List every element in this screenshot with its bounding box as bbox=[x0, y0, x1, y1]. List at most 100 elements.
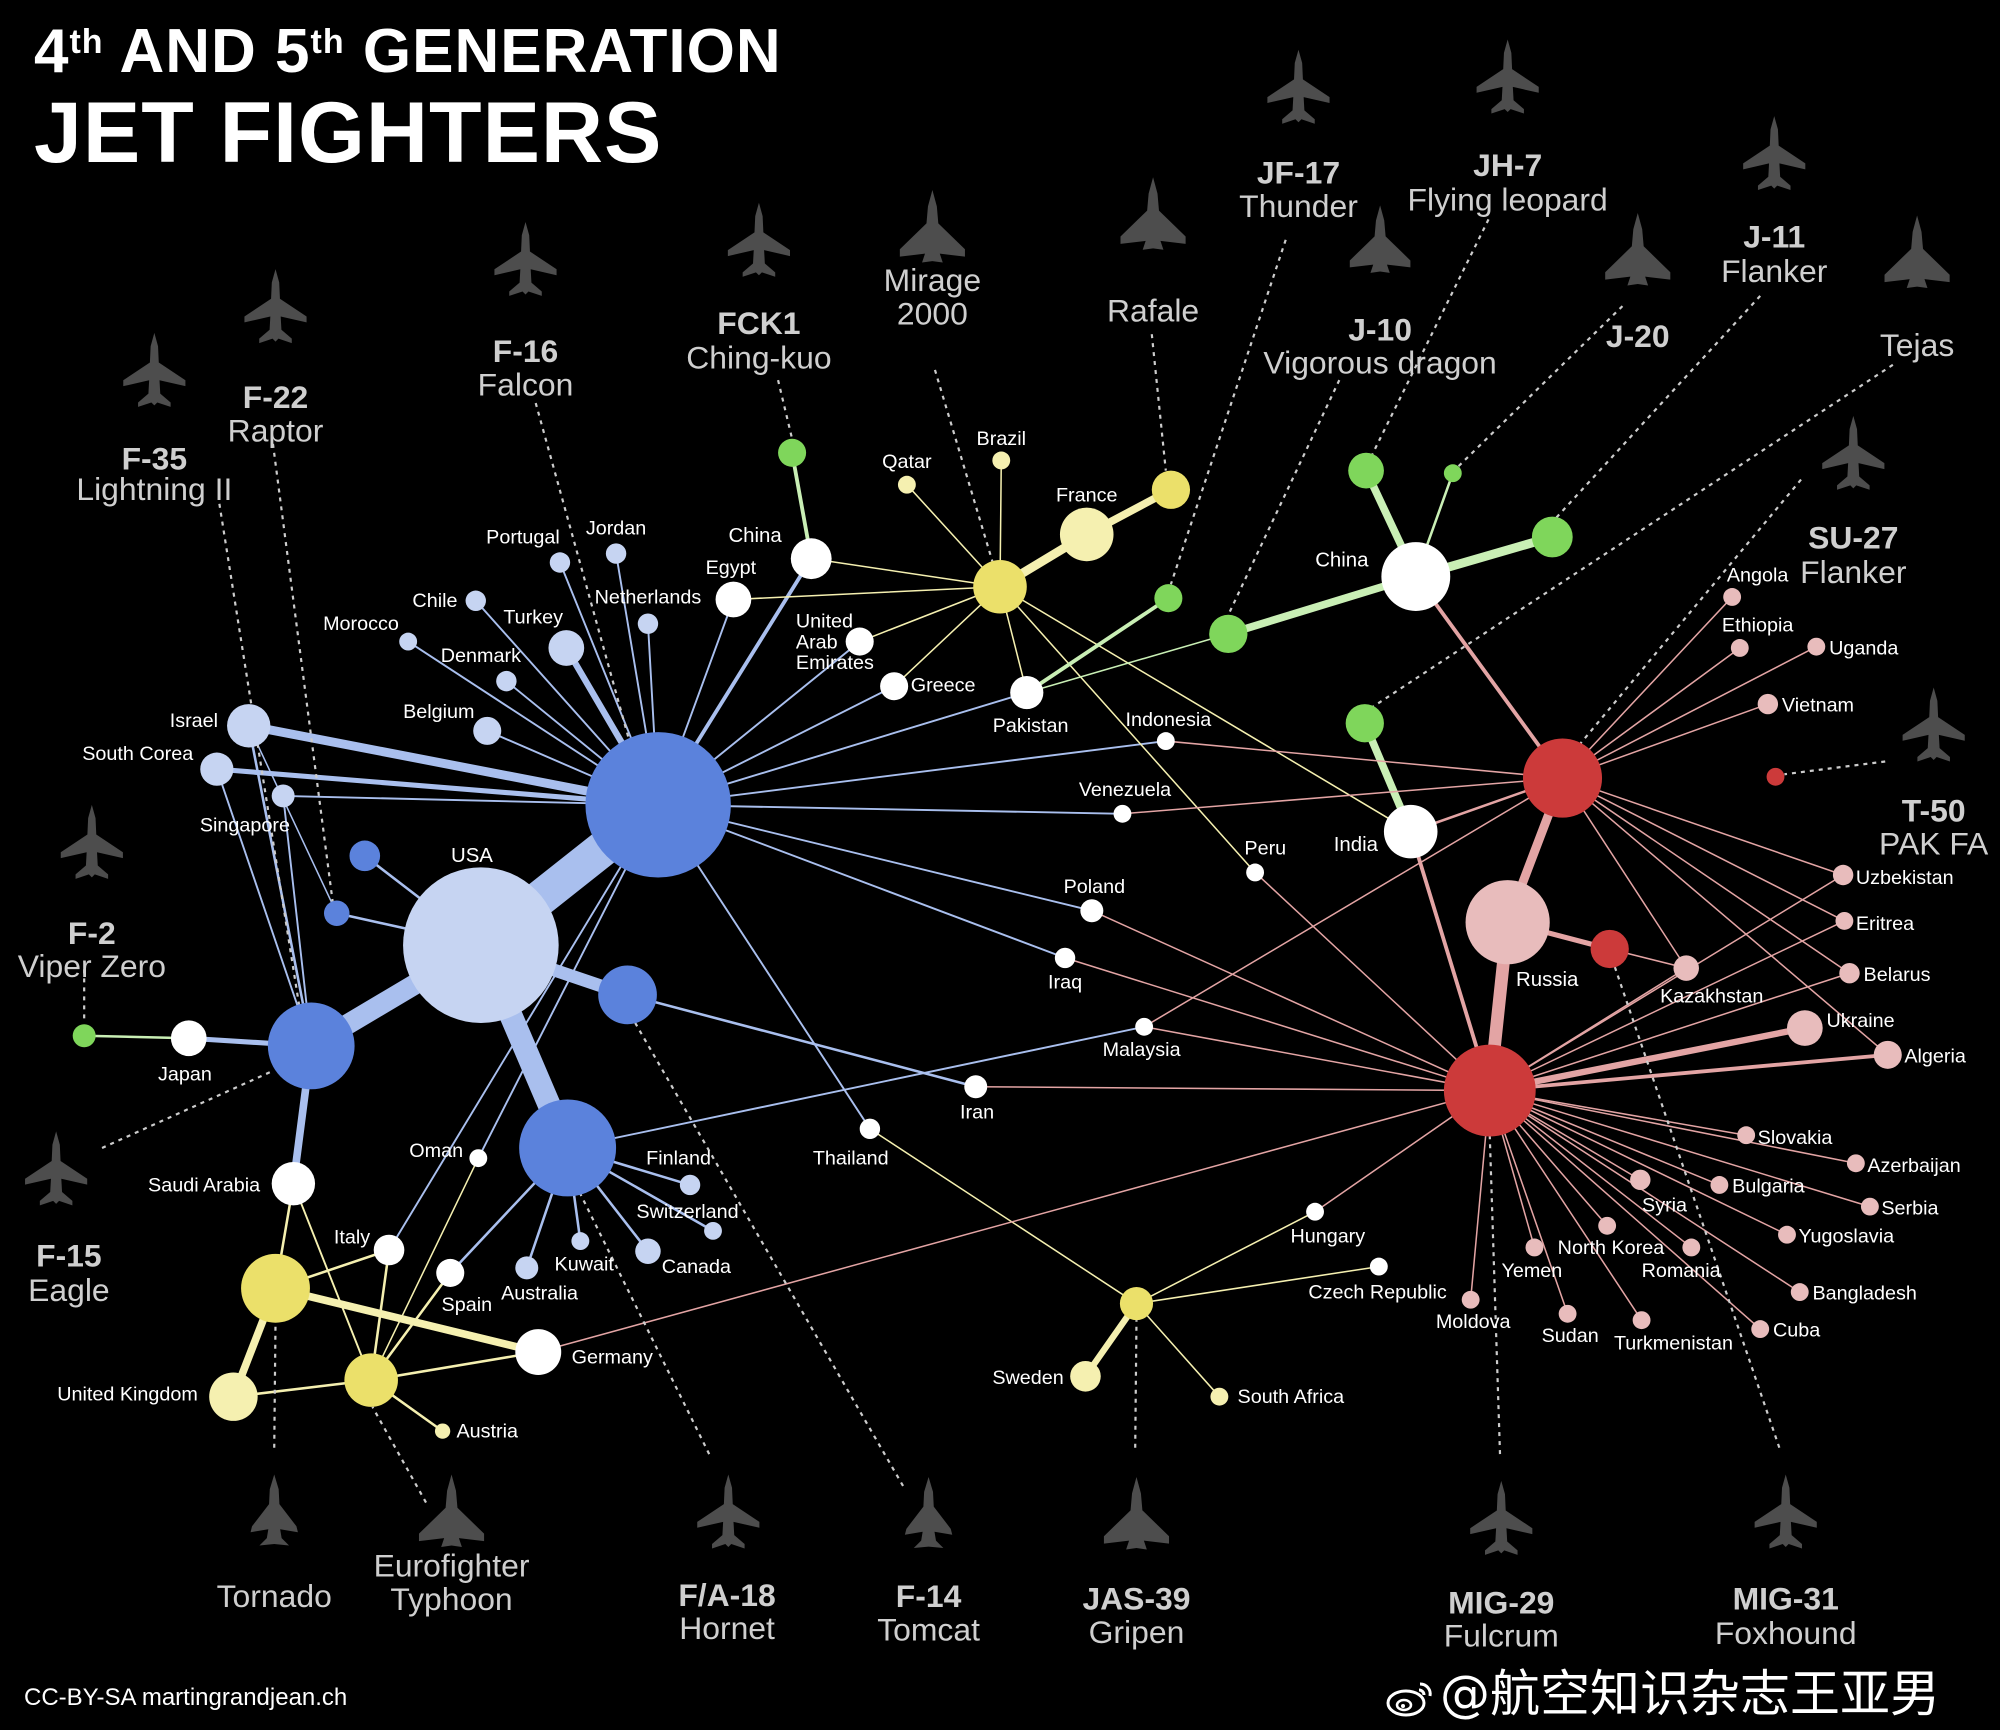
country-node-austria[interactable] bbox=[434, 1423, 451, 1439]
country-node-belarus[interactable] bbox=[1839, 963, 1860, 984]
country-node-switzerland[interactable] bbox=[704, 1221, 722, 1240]
country-node-yemen[interactable] bbox=[1525, 1238, 1544, 1257]
country-node-uganda[interactable] bbox=[1807, 637, 1826, 656]
country-node-iraq[interactable] bbox=[1054, 947, 1076, 969]
country-node-czech-republic[interactable] bbox=[1369, 1257, 1388, 1276]
aircraft-node-fa18[interactable] bbox=[519, 1099, 617, 1197]
country-node-france[interactable] bbox=[1059, 507, 1114, 562]
country-node-chile[interactable] bbox=[465, 590, 486, 611]
country-node-egypt[interactable] bbox=[715, 581, 752, 618]
country-node-denmark[interactable] bbox=[496, 670, 517, 692]
country-node-malaysia[interactable] bbox=[1135, 1017, 1154, 1036]
country-node-russia[interactable] bbox=[1465, 880, 1550, 965]
country-node-finland[interactable] bbox=[679, 1174, 701, 1196]
country-node-moldova[interactable] bbox=[1461, 1290, 1480, 1309]
aircraft-node-t50[interactable] bbox=[1766, 767, 1785, 786]
country-node-kuwait[interactable] bbox=[571, 1232, 590, 1250]
country-node-eritrea[interactable] bbox=[1835, 911, 1854, 930]
country-node-oman[interactable] bbox=[469, 1149, 488, 1168]
country-node-japan[interactable] bbox=[170, 1020, 207, 1057]
aircraft-node-jh7[interactable] bbox=[1348, 452, 1384, 489]
aircraft-node-j11[interactable] bbox=[1531, 516, 1573, 558]
aircraft-node-fck1[interactable] bbox=[778, 438, 807, 467]
country-node-north-korea[interactable] bbox=[1598, 1216, 1617, 1235]
country-node-angola[interactable] bbox=[1723, 588, 1742, 606]
country-node-germany[interactable] bbox=[515, 1329, 562, 1375]
country-node-poland[interactable] bbox=[1080, 899, 1104, 923]
country-node-turkey[interactable] bbox=[548, 630, 585, 666]
country-node-australia[interactable] bbox=[515, 1256, 539, 1280]
country-node-saudi-arabia[interactable] bbox=[271, 1161, 316, 1206]
country-node-sudan[interactable] bbox=[1558, 1304, 1577, 1323]
country-node-spain[interactable] bbox=[436, 1258, 465, 1287]
aircraft-node-tornado[interactable] bbox=[241, 1253, 310, 1323]
country-node-algeria[interactable] bbox=[1873, 1040, 1902, 1069]
country-node-qatar[interactable] bbox=[897, 475, 916, 494]
aircraft-node-tejas[interactable] bbox=[1345, 704, 1384, 743]
aircraft-node-f16[interactable] bbox=[585, 732, 731, 878]
aircraft-node-f35[interactable] bbox=[323, 900, 350, 927]
country-node-cuba[interactable] bbox=[1751, 1320, 1770, 1339]
country-node-serbia[interactable] bbox=[1860, 1197, 1879, 1216]
country-node-israel[interactable] bbox=[227, 704, 271, 748]
aircraft-node-f22[interactable] bbox=[349, 840, 381, 872]
country-node-china[interactable] bbox=[1381, 542, 1451, 611]
aircraft-node-mirage[interactable] bbox=[973, 559, 1027, 614]
country-node-vietnam[interactable] bbox=[1757, 693, 1779, 715]
country-node-bangladesh[interactable] bbox=[1790, 1283, 1809, 1302]
country-node-usa[interactable] bbox=[403, 867, 559, 1023]
country-node-india[interactable] bbox=[1383, 804, 1438, 859]
country-node-italy[interactable] bbox=[373, 1234, 405, 1266]
aircraft-node-j20[interactable] bbox=[1443, 464, 1462, 483]
country-node-morocco[interactable] bbox=[399, 632, 418, 651]
aircraft-node-jas39[interactable] bbox=[1119, 1286, 1154, 1321]
country-node-greece[interactable] bbox=[880, 672, 909, 701]
country-node-azerbaijan[interactable] bbox=[1846, 1154, 1865, 1173]
aircraft-node-eurofighter[interactable] bbox=[344, 1353, 398, 1407]
country-node-venezuela[interactable] bbox=[1113, 804, 1132, 823]
country-label-uzbekistan: Uzbekistan bbox=[1856, 867, 1954, 889]
country-node-south-africa[interactable] bbox=[1210, 1387, 1229, 1406]
aircraft-node-mig31[interactable] bbox=[1590, 929, 1629, 969]
country-node-indonesia[interactable] bbox=[1156, 732, 1175, 750]
country-node-hungary[interactable] bbox=[1306, 1202, 1324, 1221]
country-node-united-kingdom[interactable] bbox=[209, 1372, 258, 1421]
country-node-yugoslavia[interactable] bbox=[1778, 1225, 1796, 1244]
aircraft-node-rafale[interactable] bbox=[1151, 470, 1191, 509]
country-node-turkmenistan[interactable] bbox=[1632, 1311, 1651, 1330]
country-node-jordan[interactable] bbox=[605, 543, 627, 564]
aircraft-node-jf17[interactable] bbox=[1154, 584, 1183, 613]
country-node-ukraine[interactable] bbox=[1786, 1010, 1823, 1046]
aircraft-node-f15[interactable] bbox=[267, 1002, 355, 1090]
aircraft-node-j10[interactable] bbox=[1209, 614, 1248, 654]
country-node-romania[interactable] bbox=[1682, 1238, 1701, 1257]
aircraft-node-f2[interactable] bbox=[72, 1024, 96, 1048]
country-node-brazil[interactable] bbox=[992, 451, 1011, 470]
country-node-united-arab-emirates[interactable] bbox=[845, 627, 874, 656]
country-node-portugal[interactable] bbox=[549, 552, 571, 573]
country-node-china[interactable] bbox=[790, 538, 832, 580]
country-node-kazakhstan[interactable] bbox=[1673, 955, 1699, 981]
country-node-canada[interactable] bbox=[635, 1238, 661, 1265]
country-node-ethiopia[interactable] bbox=[1730, 639, 1749, 657]
country-node-bulgaria[interactable] bbox=[1710, 1176, 1729, 1194]
aircraft-node-su27[interactable] bbox=[1522, 738, 1603, 818]
country-node-south-corea[interactable] bbox=[200, 752, 234, 786]
aircraft-name-j11: J-11 bbox=[1743, 218, 1805, 254]
country-node-slovakia[interactable] bbox=[1737, 1126, 1756, 1145]
country-node-syria[interactable] bbox=[1630, 1169, 1651, 1191]
aircraft-node-mig29[interactable] bbox=[1443, 1044, 1536, 1137]
country-node-netherlands[interactable] bbox=[637, 613, 659, 634]
country-node-peru[interactable] bbox=[1246, 863, 1265, 882]
country-node-belgium[interactable] bbox=[473, 716, 502, 745]
edge bbox=[1561, 596, 1733, 779]
country-node-pakistan[interactable] bbox=[1010, 676, 1044, 710]
country-node-uzbekistan[interactable] bbox=[1832, 864, 1854, 886]
jet-silhouette-icon bbox=[1470, 1480, 1533, 1555]
country-node-iran[interactable] bbox=[964, 1075, 988, 1099]
country-node-sweden[interactable] bbox=[1070, 1360, 1101, 1392]
country-node-singapore[interactable] bbox=[271, 784, 295, 808]
aircraft-node-f14[interactable] bbox=[598, 965, 657, 1025]
country-node-thailand[interactable] bbox=[859, 1118, 881, 1140]
edge bbox=[869, 1128, 1138, 1305]
